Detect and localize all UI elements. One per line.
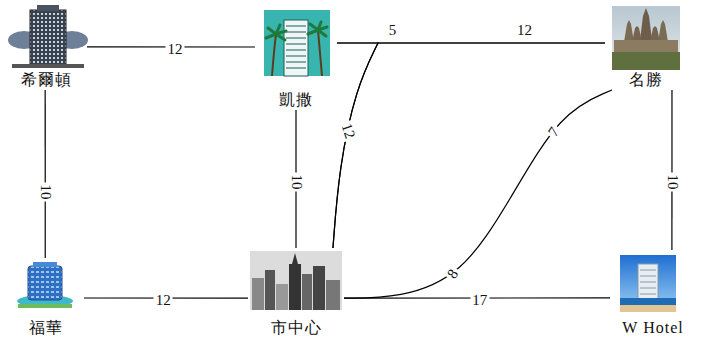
distance-label: 12 bbox=[338, 120, 358, 143]
temple-icon bbox=[650, 26, 660, 42]
downtown-icon bbox=[252, 278, 264, 310]
caesar-icon bbox=[264, 10, 330, 76]
downtown-icon bbox=[276, 284, 288, 310]
place-name: 希爾頓 bbox=[21, 71, 72, 89]
distance-label: 7 bbox=[545, 123, 564, 141]
place-name: 市中心 bbox=[271, 319, 322, 337]
caesar-icon bbox=[308, 22, 327, 36]
distance-label: 10 bbox=[289, 172, 304, 191]
landmark-node: 名勝 bbox=[605, 2, 687, 90]
fuhua-icon bbox=[18, 304, 72, 308]
downtown-icon bbox=[313, 266, 325, 310]
hilton-icon bbox=[37, 5, 59, 11]
temple-icon bbox=[658, 20, 668, 42]
caesar-icon bbox=[318, 30, 322, 76]
distance-label: 12 bbox=[154, 293, 173, 308]
road-connector bbox=[45, 90, 46, 258]
hilton-icon bbox=[12, 64, 84, 68]
caesar-icon bbox=[286, 26, 306, 68]
fuhua-icon bbox=[17, 262, 73, 308]
caesar-icon bbox=[272, 34, 276, 76]
distance-label: 8 bbox=[444, 265, 463, 283]
road-connector bbox=[671, 90, 672, 250]
hotel-node: W Hotel bbox=[610, 250, 696, 338]
place-name: W Hotel bbox=[622, 319, 683, 337]
w-hotel-icon bbox=[620, 298, 676, 305]
road-connector bbox=[344, 90, 612, 298]
distance-label: 10 bbox=[38, 183, 53, 202]
distance-label: 10 bbox=[664, 173, 679, 192]
temple-icon bbox=[612, 52, 680, 70]
hotel-node: 福華 bbox=[8, 258, 84, 338]
temple-icon bbox=[612, 6, 680, 70]
temple-icon bbox=[624, 20, 634, 42]
place-name: 福華 bbox=[29, 319, 63, 337]
w-hotel-icon bbox=[620, 305, 676, 312]
downtown-icon bbox=[302, 274, 312, 310]
downtown-icon bbox=[292, 253, 298, 264]
temple-icon bbox=[632, 26, 642, 42]
temple-icon bbox=[612, 6, 680, 70]
downtown-icon bbox=[265, 270, 275, 310]
hilton-icon bbox=[30, 10, 66, 66]
road-connector bbox=[333, 43, 605, 248]
w-hotel-icon bbox=[620, 255, 676, 312]
hilton-icon bbox=[8, 5, 88, 68]
downtown-icon bbox=[326, 280, 340, 310]
w-hotel-icon bbox=[640, 270, 656, 300]
place-name: 凱撒 bbox=[279, 91, 313, 109]
temple-icon bbox=[614, 40, 678, 52]
fuhua-icon bbox=[28, 266, 62, 300]
downtown-icon bbox=[250, 251, 342, 310]
hotel-node: 凱撒 bbox=[255, 5, 337, 110]
caesar-icon bbox=[266, 25, 286, 40]
downtown-icon bbox=[250, 251, 342, 310]
hotel-node: 希爾頓 bbox=[5, 2, 87, 90]
downtown-node: 市中心 bbox=[248, 248, 344, 338]
w-hotel-icon bbox=[620, 255, 676, 312]
place-name: 名勝 bbox=[629, 71, 663, 89]
distance-label: 5 bbox=[387, 23, 399, 38]
distance-label: 17 bbox=[470, 292, 489, 307]
downtown-icon bbox=[289, 264, 301, 310]
caesar-icon bbox=[264, 10, 330, 76]
distance-label: 12 bbox=[515, 23, 534, 38]
road-connector bbox=[333, 43, 378, 248]
fuhua-icon bbox=[33, 262, 57, 267]
temple-icon bbox=[640, 8, 652, 40]
distance-label: 12 bbox=[165, 41, 184, 56]
caesar-icon bbox=[284, 20, 308, 76]
